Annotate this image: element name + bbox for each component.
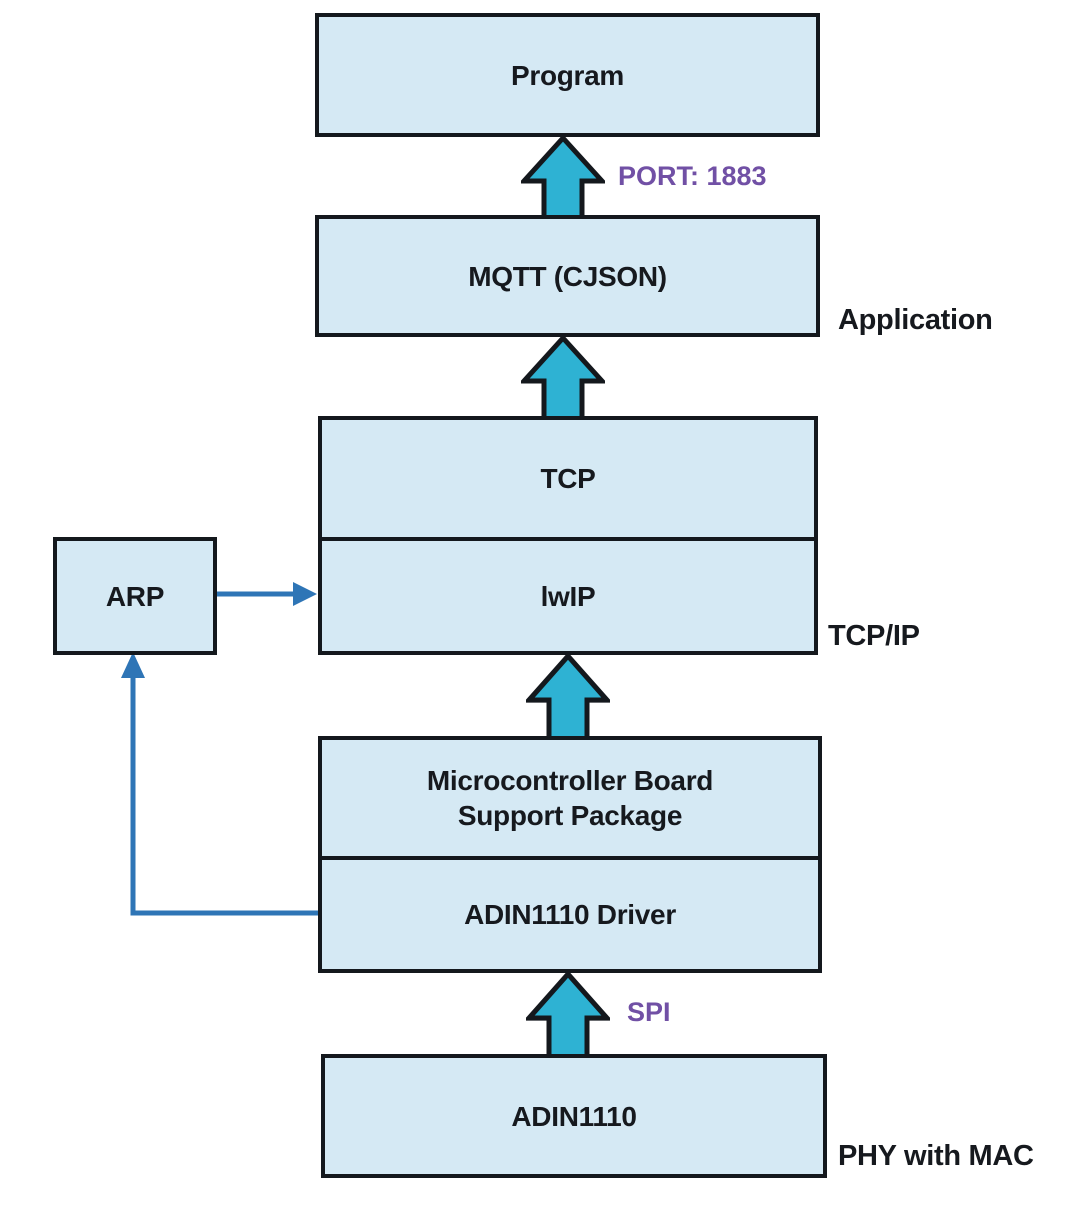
layer-label-tcpip: TCP/IP (828, 620, 920, 652)
arrow-adin1110-to-driver-icon (526, 971, 610, 1057)
box-adin-driver: ADIN1110 Driver (322, 856, 818, 969)
box-arp: ARP (53, 537, 217, 655)
layer-label-phy-mac: PHY with MAC (838, 1140, 1034, 1172)
port-annotation: PORT: 1883 (618, 161, 767, 191)
box-lwip-label: lwIP (540, 580, 596, 612)
box-program-label: Program (510, 59, 625, 91)
box-adin-driver-label: ADIN1110 Driver (464, 899, 676, 930)
arrow-driver-to-arp-icon (121, 652, 322, 916)
box-program: Program (315, 13, 820, 137)
layer-label-application: Application (838, 304, 993, 336)
arrow-mqtt-to-program-icon (521, 135, 605, 219)
box-lwip: lwIP (322, 537, 814, 651)
box-adin1110: ADIN1110 (321, 1054, 827, 1178)
box-tcp: TCP (322, 420, 814, 537)
arrow-tcp-to-mqtt-icon (521, 335, 605, 419)
arrow-bsp-to-lwip-icon (526, 653, 610, 739)
box-mcu-bsp: Microcontroller Board Support Package (322, 740, 818, 856)
box-mqtt-label: MQTT (CJSON) (468, 260, 667, 292)
box-mcu-bsp-label: Microcontroller Board Support Package (426, 765, 714, 831)
stack-driver: Microcontroller Board Support Package AD… (318, 736, 822, 973)
box-adin1110-label: ADIN1110 (511, 1100, 637, 1132)
box-tcp-label: TCP (540, 463, 596, 494)
box-arp-label: ARP (105, 580, 165, 612)
arrow-arp-to-lwip-icon (213, 582, 317, 606)
box-mqtt: MQTT (CJSON) (315, 215, 820, 337)
spi-annotation: SPI (627, 997, 671, 1027)
stack-tcpip: TCP lwIP (318, 416, 818, 655)
